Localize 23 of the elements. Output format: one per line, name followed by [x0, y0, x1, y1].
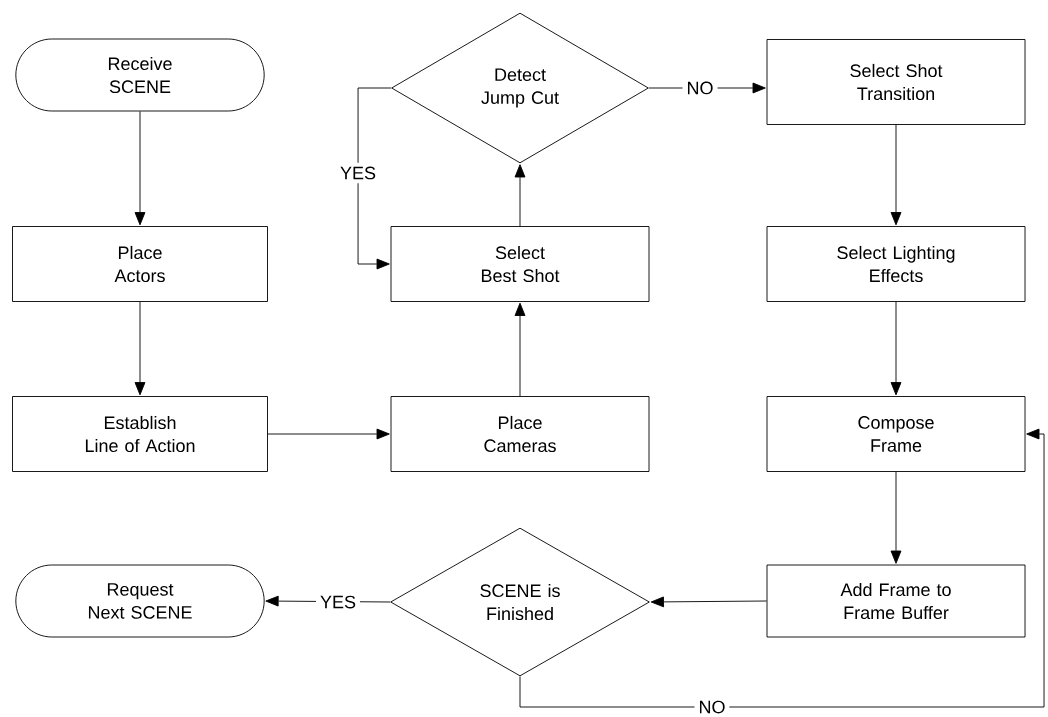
arrow — [514, 302, 526, 397]
process-box: Establish Line of Action — [12, 396, 268, 472]
process-box: Place Actors — [12, 226, 268, 302]
process-box: Add Frame to Frame Buffer — [766, 564, 1026, 638]
edge-label: YES — [316, 591, 360, 613]
arrow — [357, 87, 392, 270]
process-box: Select Shot Transition — [766, 39, 1026, 125]
process-box: Compose Frame — [766, 396, 1026, 472]
process-box: Select Best Shot — [390, 226, 650, 302]
edge-label: NO — [694, 696, 730, 717]
arrow — [134, 301, 146, 396]
arrow — [650, 596, 767, 608]
arrow — [519, 428, 1045, 708]
arrow — [514, 164, 526, 227]
edge-label: YES — [336, 162, 380, 184]
arrow — [267, 428, 390, 440]
process-box: Select Lighting Effects — [766, 226, 1026, 302]
arrow — [890, 124, 902, 226]
edge-label: NO — [682, 77, 718, 99]
arrow — [890, 301, 902, 396]
arrow — [134, 111, 146, 226]
process-box: Place Cameras — [390, 396, 650, 472]
arrow — [890, 471, 902, 564]
